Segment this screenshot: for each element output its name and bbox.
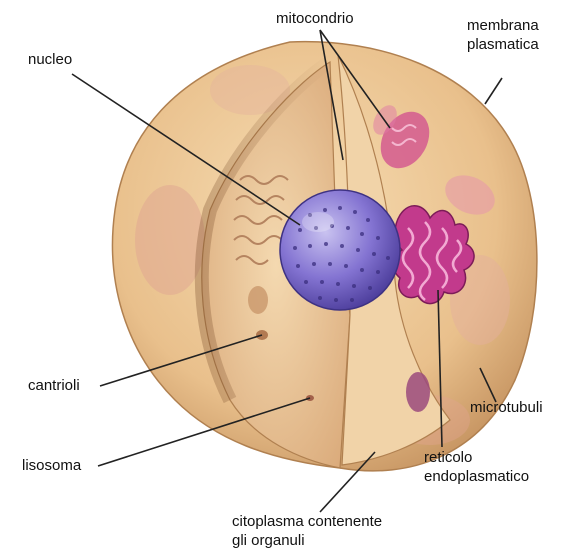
nucleus [280,190,400,310]
label-citoplasma: citoplasma contenente gli organuli [232,512,382,550]
label-lisosoma: lisosoma [22,456,81,475]
label-reticolo-endoplasmatico: reticolo endoplasmatico [424,448,529,486]
leader-membrana [485,78,502,104]
label-membrana-plasmatica: membrana plasmatica [467,16,539,54]
label-microtubuli: microtubuli [470,398,543,417]
label-nucleo: nucleo [28,50,72,69]
label-cantrioli: cantrioli [28,376,80,395]
label-mitocondrio: mitocondrio [276,9,354,28]
